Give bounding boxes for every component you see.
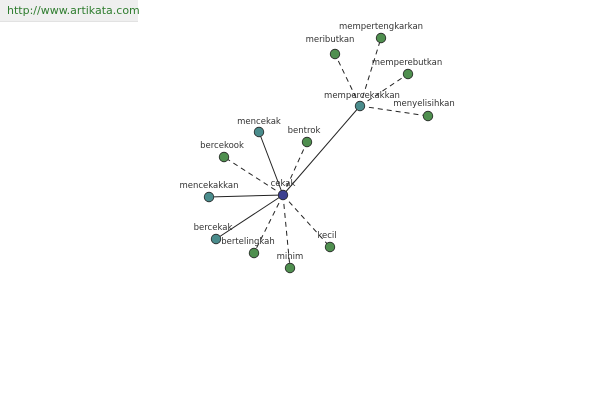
node-label-meributkan[interactable]: meributkan bbox=[306, 35, 355, 45]
node-memperebutkan[interactable] bbox=[402, 68, 414, 80]
node-mencekak[interactable] bbox=[253, 126, 265, 138]
node-label-menyelisihkan[interactable]: menyelisihkan bbox=[393, 99, 454, 109]
node-label-cekak[interactable]: cekak bbox=[271, 179, 296, 189]
edge-mempercekakkan-memperebutkan bbox=[359, 73, 409, 107]
site-url-banner[interactable]: http://www.artikata.com bbox=[0, 0, 140, 22]
node-label-kecil[interactable]: kecil bbox=[317, 231, 336, 241]
labels-layer: cekak mempercekakkan mencekak bercekook bent… bbox=[179, 22, 454, 262]
node-bertelingkah[interactable] bbox=[248, 247, 260, 259]
node-label-bentrok[interactable]: bentrok bbox=[288, 126, 321, 136]
edge-cekak-bentrok bbox=[282, 141, 308, 196]
node-label-mempertengkarkan[interactable]: mempertengkarkan bbox=[339, 22, 423, 32]
node-bercekak[interactable] bbox=[210, 233, 222, 245]
edges-layer bbox=[208, 37, 429, 269]
edge-cekak-bercekook bbox=[223, 156, 284, 196]
edge-mempercekakkan-meributkan bbox=[334, 53, 361, 107]
node-menyelisihkan[interactable] bbox=[422, 110, 434, 122]
node-label-minim[interactable]: minim bbox=[277, 252, 304, 262]
edge-cekak-bercekak bbox=[215, 194, 284, 240]
node-mempertengkarkan[interactable] bbox=[375, 32, 387, 44]
node-label-memperebutkan[interactable]: memperebutkan bbox=[372, 58, 442, 68]
edge-cekak-mempercekakkan bbox=[282, 105, 361, 196]
node-meributkan[interactable] bbox=[329, 48, 341, 60]
site-url-link[interactable]: http://www.artikata.com bbox=[7, 4, 140, 17]
edge-cekak-kecil bbox=[282, 194, 331, 248]
nodes-layer bbox=[203, 32, 434, 274]
node-label-bercekook[interactable]: bercekook bbox=[200, 141, 244, 151]
node-label-mencekakkan[interactable]: mencekakkan bbox=[179, 181, 238, 191]
node-minim[interactable] bbox=[284, 262, 296, 274]
node-label-bertelingkah[interactable]: bertelingkah bbox=[221, 237, 275, 247]
node-label-bercekak[interactable]: bercekak bbox=[194, 223, 233, 233]
node-cekak[interactable] bbox=[277, 189, 289, 201]
edge-cekak-mencekakkan bbox=[208, 194, 284, 198]
edge-mempercekakkan-mempertengkarkan bbox=[359, 37, 382, 107]
node-mempercekakkan[interactable] bbox=[354, 100, 366, 112]
node-label-mempercekakkan[interactable]: mempercekakkan bbox=[324, 91, 400, 101]
node-bercekook[interactable] bbox=[218, 151, 230, 163]
node-bentrok[interactable] bbox=[301, 136, 313, 148]
edge-mempercekakkan-menyelisihkan bbox=[359, 105, 429, 117]
node-kecil[interactable] bbox=[324, 241, 336, 253]
edge-cekak-bertelingkah bbox=[253, 194, 284, 254]
node-label-mencekak[interactable]: mencekak bbox=[237, 117, 281, 127]
node-mencekakkan[interactable] bbox=[203, 191, 215, 203]
edge-cekak-mencekak bbox=[258, 131, 284, 196]
edge-cekak-minim bbox=[282, 194, 291, 269]
